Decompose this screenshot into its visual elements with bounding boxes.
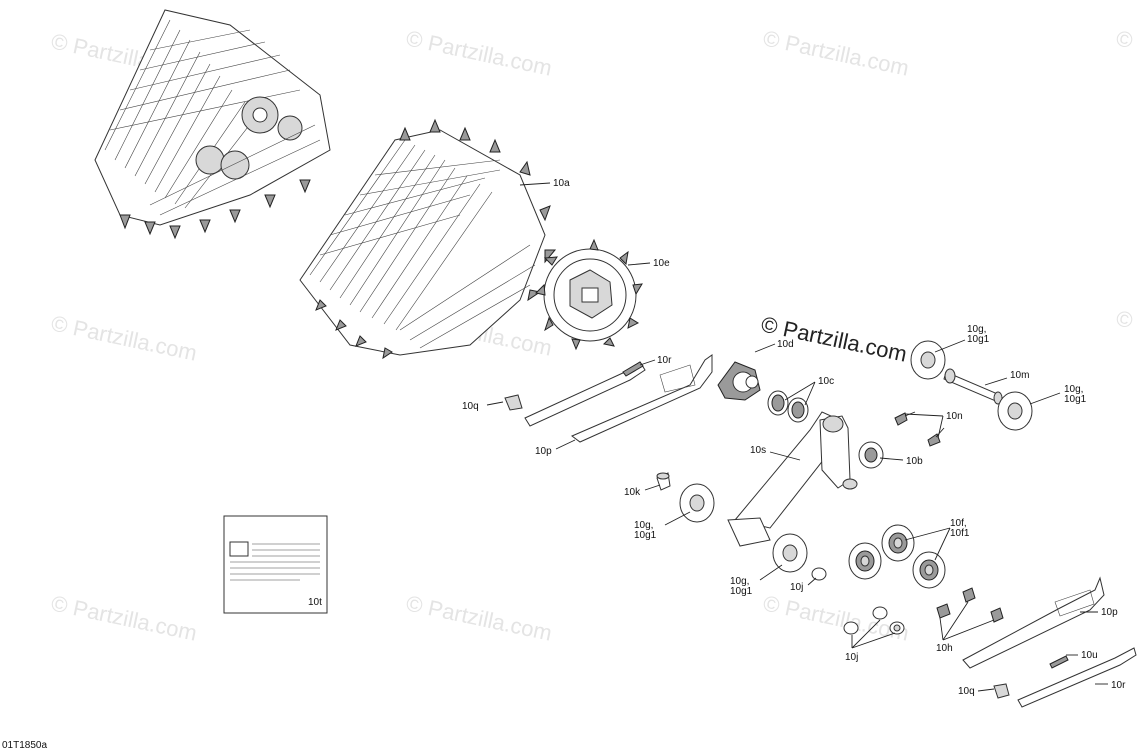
label-10h: 10h (936, 643, 953, 654)
leader-lines (486, 182, 1108, 692)
wheel-set-drawing (848, 524, 946, 589)
idler-wheel-drawing (772, 533, 808, 573)
label-10q-bottom: 10q (958, 686, 975, 697)
label-10s: 10s (750, 445, 766, 456)
label-10g1-low: 10g1 (730, 586, 753, 597)
label-10r-bottom: 10r (1111, 680, 1126, 691)
label-10p-top: 10p (535, 446, 552, 457)
wheel-drawing (858, 441, 884, 469)
watermark: © Partzilla.com (761, 590, 911, 645)
watermark: © Partzilla.com (49, 310, 199, 365)
label-10g1-top: 10g1 (967, 334, 990, 345)
slide-rail-bottom-drawing (962, 576, 1105, 669)
spacer-set-drawing (843, 606, 905, 635)
watermark: © Partzilla.com (761, 25, 911, 80)
label-10r-top: 10r (657, 355, 672, 366)
decal-drawing (223, 515, 328, 614)
label-10j-upper: 10j (790, 582, 803, 593)
watermark: © Partzilla.com (49, 590, 199, 645)
watermark: © Partzilla.com (1114, 25, 1138, 80)
label-10g-left: 10g, (634, 520, 653, 531)
axle-drawing (943, 368, 1003, 405)
track-belt-drawing (299, 118, 557, 360)
bearing-drawing (767, 390, 809, 423)
label-10g-low: 10g, (730, 576, 749, 587)
watermark: © Partzilla.com (404, 25, 554, 80)
label-10k: 10k (624, 487, 641, 498)
idler-wheel-drawing (910, 340, 946, 380)
figure-code: 01T1850a (2, 740, 47, 751)
hub-drawing (717, 361, 761, 401)
slide-rail-top-drawing (504, 354, 713, 443)
label-10b: 10b (906, 456, 923, 467)
label-10j-lower: 10j (845, 652, 858, 663)
label-10m: 10m (1010, 370, 1029, 381)
label-10g-right: 10g, (1064, 384, 1083, 395)
sprocket-drawing (535, 238, 643, 351)
label-10c: 10c (818, 376, 834, 387)
label-10f1: 10f1 (950, 528, 970, 539)
slide-bottom-drawing (993, 647, 1137, 708)
label-10e: 10e (653, 258, 670, 269)
swing-arm-drawing (727, 411, 858, 547)
label-10g-top: 10g, (967, 324, 986, 335)
label-10q-top: 10q (462, 401, 479, 412)
idler-wheel-drawing (997, 391, 1033, 431)
pin-drawing (656, 472, 671, 491)
watermark: © Partzilla.com (404, 590, 554, 645)
watermark: © Partzilla.com (1114, 305, 1138, 360)
label-10f: 10f, (950, 518, 967, 529)
label-10n: 10n (946, 411, 963, 422)
clip-set-drawing (936, 587, 1004, 623)
label-10t: 10t (308, 597, 322, 608)
bolt-drawing (894, 411, 945, 447)
idler-wheel-drawing (679, 483, 715, 523)
spring-pin-drawing (1049, 655, 1069, 669)
label-10p-bottom: 10p (1101, 607, 1118, 618)
label-10d: 10d (777, 339, 794, 350)
spacer-drawing (811, 567, 827, 581)
label-10g1-left: 10g1 (634, 530, 657, 541)
label-10a: 10a (553, 178, 570, 189)
part-labels: 10a 10e 10d 10c 10r 10q 10p 10g, 10g1 10… (308, 178, 1126, 697)
label-10u: 10u (1081, 650, 1098, 661)
assembled-track-drawing (94, 9, 331, 240)
label-10g1-right: 10g1 (1064, 394, 1087, 405)
